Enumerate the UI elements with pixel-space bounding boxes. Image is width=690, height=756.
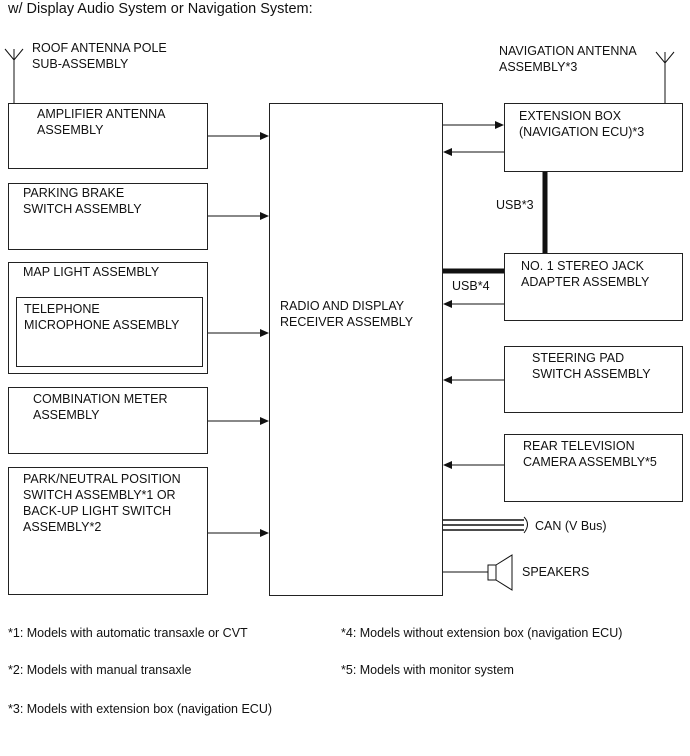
park-neutral-switch-label: PARK/NEUTRAL POSITION SWITCH ASSEMBLY*1 … [23,472,181,534]
radio-display-receiver-box: RADIO AND DISPLAY RECEIVER ASSEMBLY [269,103,443,596]
footnote-3: *3: Models with extension box (navigatio… [8,702,273,716]
parking-brake-box: PARKING BRAKE SWITCH ASSEMBLY [8,183,208,250]
telephone-microphone-box: TELEPHONE MICROPHONE ASSEMBLY [16,297,203,367]
navigation-antenna-label: NAVIGATION ANTENNA ASSEMBLY*3 [499,44,637,74]
steering-pad-switch-box: STEERING PAD SWITCH ASSEMBLY [504,346,683,413]
roof-antenna-icon [4,48,24,104]
speaker-icon [487,554,513,591]
footnote-5: *5: Models with monitor system [341,663,514,677]
rear-camera-box: REAR TELEVISION CAMERA ASSEMBLY*5 [504,434,683,502]
telephone-microphone-label: TELEPHONE MICROPHONE ASSEMBLY [24,302,180,332]
footnote-1: *1: Models with automatic transaxle or C… [8,626,248,640]
diagram-title: w/ Display Audio System or Navigation Sy… [8,1,313,17]
extension-box-label: EXTENSION BOX (NAVIGATION ECU)*3 [519,109,645,139]
map-light-label: MAP LIGHT ASSEMBLY [23,265,160,279]
usb4-label: USB*4 [452,279,490,293]
usb3-label: USB*3 [496,198,534,212]
park-neutral-switch-box: PARK/NEUTRAL POSITION SWITCH ASSEMBLY*1 … [8,467,208,595]
steering-pad-switch-label: STEERING PAD SWITCH ASSEMBLY [532,351,651,381]
extension-box-navigation-ecu: EXTENSION BOX (NAVIGATION ECU)*3 [504,103,683,172]
can-bus-lines [443,516,528,534]
receiver-label: RADIO AND DISPLAY RECEIVER ASSEMBLY [280,299,414,329]
navigation-antenna-icon [655,51,675,104]
parking-brake-label: PARKING BRAKE SWITCH ASSEMBLY [23,186,142,216]
rear-camera-label: REAR TELEVISION CAMERA ASSEMBLY*5 [523,439,657,469]
stereo-jack-adapter-label: NO. 1 STEREO JACK ADAPTER ASSEMBLY [521,259,650,289]
roof-antenna-label: ROOF ANTENNA POLE SUB-ASSEMBLY [32,41,167,71]
combination-meter-label: COMBINATION METER ASSEMBLY [33,392,168,422]
footnote-2: *2: Models with manual transaxle [8,663,192,677]
combination-meter-box: COMBINATION METER ASSEMBLY [8,387,208,454]
speakers-label: SPEAKERS [522,565,590,579]
map-light-box: MAP LIGHT ASSEMBLY TELEPHONE MICROPHONE … [8,262,208,374]
amplifier-antenna-box: AMPLIFIER ANTENNA ASSEMBLY [8,103,208,169]
amplifier-antenna-label: AMPLIFIER ANTENNA ASSEMBLY [37,107,166,137]
footnote-4: *4: Models without extension box (naviga… [341,626,623,640]
can-bus-label: CAN (V Bus) [535,519,607,533]
stereo-jack-adapter-box: NO. 1 STEREO JACK ADAPTER ASSEMBLY [504,253,683,321]
